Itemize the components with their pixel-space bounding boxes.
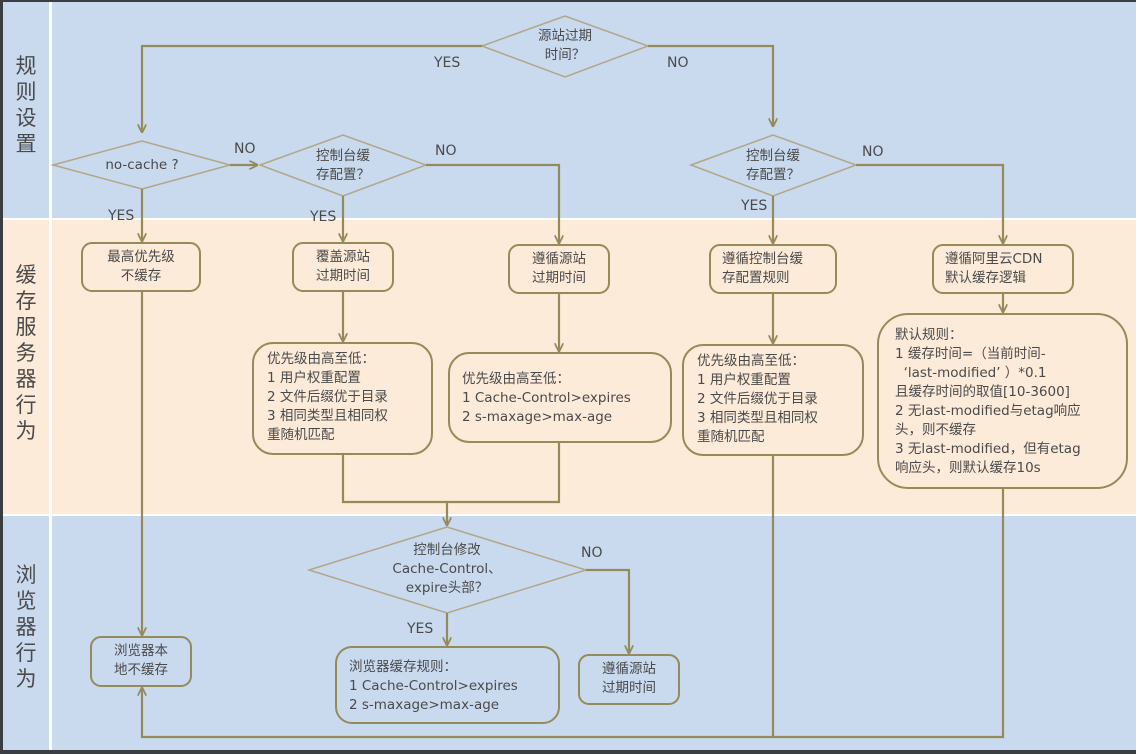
box-follow-aliyun-text: 遵循阿里云CDN 默认缓存逻辑 xyxy=(945,251,1043,286)
window-edge-top xyxy=(0,0,1136,2)
connector-modify-no xyxy=(586,568,629,653)
box-priority-left-text: 优先级由高至低： 1 用户权重配置 2 文件后缀优于目录 3 相同类型且相同权 … xyxy=(267,351,388,443)
box-follow-console-text: 遵循控制台缓 存配置规则 xyxy=(722,251,803,286)
label-console-left-yes: YES xyxy=(310,209,337,225)
connector-origin-yes xyxy=(142,44,482,132)
lane-divider-2 xyxy=(3,514,1136,516)
lane-char: 为 xyxy=(15,419,37,443)
lane-char: 器 xyxy=(15,367,37,391)
box-browser-rules-text: 浏览器缓存规则： 1 Cache-Control>expires 2 s-max… xyxy=(349,659,518,713)
decision-console-right-text: 控制台缓 存配置？ xyxy=(746,148,800,183)
lane-label-cache-server: 缓 存 服 务 器 行 为 xyxy=(3,258,49,448)
label-origin-yes: YES xyxy=(434,55,461,71)
box-browser-follow-origin xyxy=(578,654,680,705)
connector-console-left-no xyxy=(426,163,559,243)
lane-bg-cache-server xyxy=(3,220,1136,514)
lane-char: 器 xyxy=(15,615,37,639)
box-browser-no-cache xyxy=(90,636,192,687)
lane-char: 规 xyxy=(15,54,37,78)
label-console-left-no: NO xyxy=(435,143,457,159)
decision-origin-expire-text: 源站过期 时间？ xyxy=(538,28,592,63)
box-highest-priority-text: 最高优先级 不缓存 xyxy=(107,249,175,284)
decision-no-cache-text: no-cache ? xyxy=(105,157,179,173)
lane-char: 则 xyxy=(15,80,37,104)
window-edge-left xyxy=(0,0,3,754)
lane-char: 存 xyxy=(15,289,37,313)
box-priority-right-text: 优先级由高至低： 1 用户权重配置 2 文件后缀优于目录 3 相同类型且相同权 … xyxy=(697,353,818,445)
lane-char: 浏 xyxy=(15,563,37,587)
label-modify-yes: YES xyxy=(407,621,434,637)
box-priority-middle-text: 优先级由高至低： 1 Cache-Control>expires 2 s-max… xyxy=(462,371,631,425)
window-edge-bottom xyxy=(0,750,1136,754)
lane-divider-vertical xyxy=(49,2,52,750)
lane-char: 行 xyxy=(15,641,37,665)
label-console-right-no: NO xyxy=(862,144,884,160)
label-origin-no: NO xyxy=(667,55,689,71)
box-browser-no-cache-text: 浏览器本 地不缓存 xyxy=(114,643,168,678)
decision-console-modify-text: 控制台修改 Cache-Control、 expire头部？ xyxy=(392,542,502,596)
connector-origin-no xyxy=(648,44,773,126)
box-override-origin-text: 覆盖源站 过期时间 xyxy=(316,249,370,284)
box-browser-follow-origin-text: 遵循源站 过期时间 xyxy=(602,661,656,696)
lane-char: 为 xyxy=(15,667,37,691)
box-follow-origin-text: 遵循源站 过期时间 xyxy=(532,251,586,286)
decision-console-left-text: 控制台缓 存配置？ xyxy=(316,148,370,183)
lane-char: 览 xyxy=(15,589,37,613)
lane-label-browser: 浏 览 器 行 为 xyxy=(3,560,49,694)
lane-char: 设 xyxy=(15,106,37,130)
connector-console-right-no xyxy=(856,163,1003,243)
connector-default-return xyxy=(142,488,1005,739)
label-nocache-yes: YES xyxy=(108,208,135,224)
lane-divider-1 xyxy=(3,218,1136,220)
box-default-rules-text: 默认规则： 1 缓存时间=（当前时间- ‘last-modified’ ）*0.… xyxy=(895,327,1081,476)
label-console-right-yes: YES xyxy=(741,198,768,214)
lane-char: 置 xyxy=(15,132,37,156)
label-nocache-no: NO xyxy=(234,141,256,157)
connector-priority-left-merge xyxy=(341,442,561,504)
lane-char: 服 xyxy=(15,315,37,339)
lane-bg-rule-setting xyxy=(3,2,1136,218)
lane-char: 务 xyxy=(15,341,37,365)
box-browser-rules xyxy=(335,646,560,724)
lane-bg-browser xyxy=(3,516,1136,750)
lane-char: 缓 xyxy=(15,263,37,287)
label-modify-no: NO xyxy=(581,545,603,561)
lane-char: 行 xyxy=(15,393,37,417)
lane-label-rule-setting: 规 则 设 置 xyxy=(3,40,49,170)
